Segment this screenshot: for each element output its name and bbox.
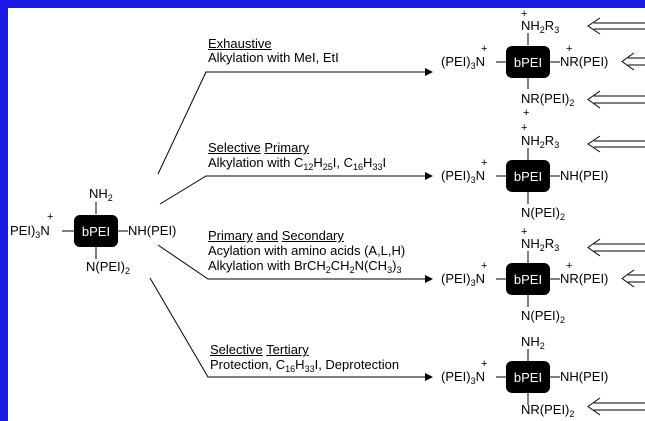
- pathway-2-line-1: Alkylation with C12H25I, C16H33I: [208, 155, 387, 172]
- product-1-core-box: bPEI: [506, 46, 550, 78]
- open-arrow-3: [587, 90, 645, 109]
- product-4-left-substituent: (PEI)3N: [441, 369, 486, 386]
- product-3-top-substituent: NH2R3: [521, 236, 560, 253]
- pathway-3-title-word-2: and: [256, 228, 279, 243]
- open-arrow-6: [621, 269, 645, 288]
- product-4-core-label: bPEI: [513, 369, 543, 385]
- pathway-3-title: Primary and Secondary: [208, 229, 344, 242]
- product-3-left-charge: +: [481, 260, 488, 272]
- product-2-top-substituent: NH2R3: [521, 133, 560, 150]
- product-3-left-substituent: (PEI)3N: [441, 271, 486, 288]
- reactant-left-substituent: PEI)3N: [10, 223, 50, 240]
- product-1-right-charge: +: [566, 43, 573, 55]
- pathway-arrow-selective-primary: [159, 172, 433, 205]
- product-4-right-substituent: NH(PEI): [560, 369, 609, 384]
- reactant-top-substituent: NH2: [89, 186, 113, 203]
- pathway-arrow-primary-secondary: [157, 244, 433, 283]
- product-1-left-substituent: (PEI)3N: [441, 54, 486, 71]
- pathway-2-title-word-1: Selective: [208, 140, 261, 155]
- open-arrow-2: [621, 52, 645, 71]
- open-arrow-group: [587, 17, 645, 416]
- product-1-left-charge: +: [481, 43, 488, 55]
- product-2-left-charge: +: [481, 157, 488, 169]
- pathway-3-line-1: Acylation with amino acids (A,L,H): [208, 243, 406, 258]
- reactant-core-label: bPEI: [81, 223, 111, 239]
- product-1-bottom-charge: +: [523, 107, 530, 119]
- pathway-3-title-word-1: Primary: [208, 228, 253, 243]
- pathway-arrow-selective-tertiary: [149, 277, 433, 381]
- product-4-left-charge: +: [481, 358, 488, 370]
- product-1-top-substituent: NH2R3: [521, 18, 560, 35]
- pathway-4-title-word-1: Selective: [210, 342, 263, 357]
- product-3-top-charge: +: [521, 226, 528, 238]
- product-1-bottom-substituent: NR(PEI)2: [521, 91, 575, 108]
- pathway-3-title-word-3: Secondary: [281, 228, 344, 243]
- product-2-right-substituent: NH(PEI): [560, 168, 609, 183]
- pathway-4-line-1: Protection, C16H33I, Deprotection: [210, 357, 400, 374]
- reactant-bottom-substituent: N(PEI)2: [86, 259, 131, 276]
- pathway-4-title-word-2: Tertiary: [266, 342, 309, 357]
- pathway-2-title-word-2: Primary: [264, 140, 310, 155]
- open-arrow-1: [587, 17, 645, 35]
- reactant-core-box: bPEI: [74, 215, 118, 247]
- product-3-core-box: bPEI: [506, 263, 550, 295]
- product-4-bottom-substituent: NR(PEI)2: [521, 402, 575, 419]
- pathway-1-line-1: Alkylation with MeI, EtI: [208, 50, 339, 65]
- pathway-1-title: Exhaustive: [208, 36, 272, 51]
- product-3-right-substituent: NR(PEI): [560, 271, 609, 286]
- product-1-right-substituent: NR(PEI): [560, 54, 609, 69]
- open-arrow-7: [587, 397, 645, 416]
- product-2-bottom-substituent: N(PEI)2: [521, 205, 566, 222]
- product-3-core-label: bPEI: [513, 271, 543, 287]
- product-2-top-charge: +: [521, 122, 528, 134]
- pathway-arrow-exhaustive: [157, 68, 433, 175]
- open-arrow-5: [587, 238, 645, 257]
- product-4-top-substituent: NH2: [521, 334, 545, 351]
- frame-top-edge: [0, 0, 645, 8]
- product-2-left-substituent: (PEI)3N: [441, 168, 486, 185]
- pathway-3-line-2: Alkylation with BrCH2CH2N(CH3)3: [208, 258, 402, 275]
- pathway-2-title: Selective Primary: [208, 141, 309, 154]
- frame-left-edge: [0, 0, 8, 421]
- product-4-core-box: bPEI: [506, 361, 550, 393]
- product-1-core-label: bPEI: [513, 54, 543, 70]
- product-3-right-charge: +: [566, 260, 573, 272]
- reactant-left-charge: +: [47, 211, 54, 223]
- product-2-core-box: bPEI: [506, 160, 550, 192]
- open-arrow-4: [587, 135, 645, 153]
- product-1-top-charge: +: [521, 8, 528, 20]
- reactant-right-substituent: NH(PEI): [128, 223, 177, 238]
- product-3-bottom-substituent: N(PEI)2: [521, 308, 566, 325]
- product-2-core-label: bPEI: [513, 168, 543, 184]
- pathway-4-title: Selective Tertiary: [210, 343, 309, 356]
